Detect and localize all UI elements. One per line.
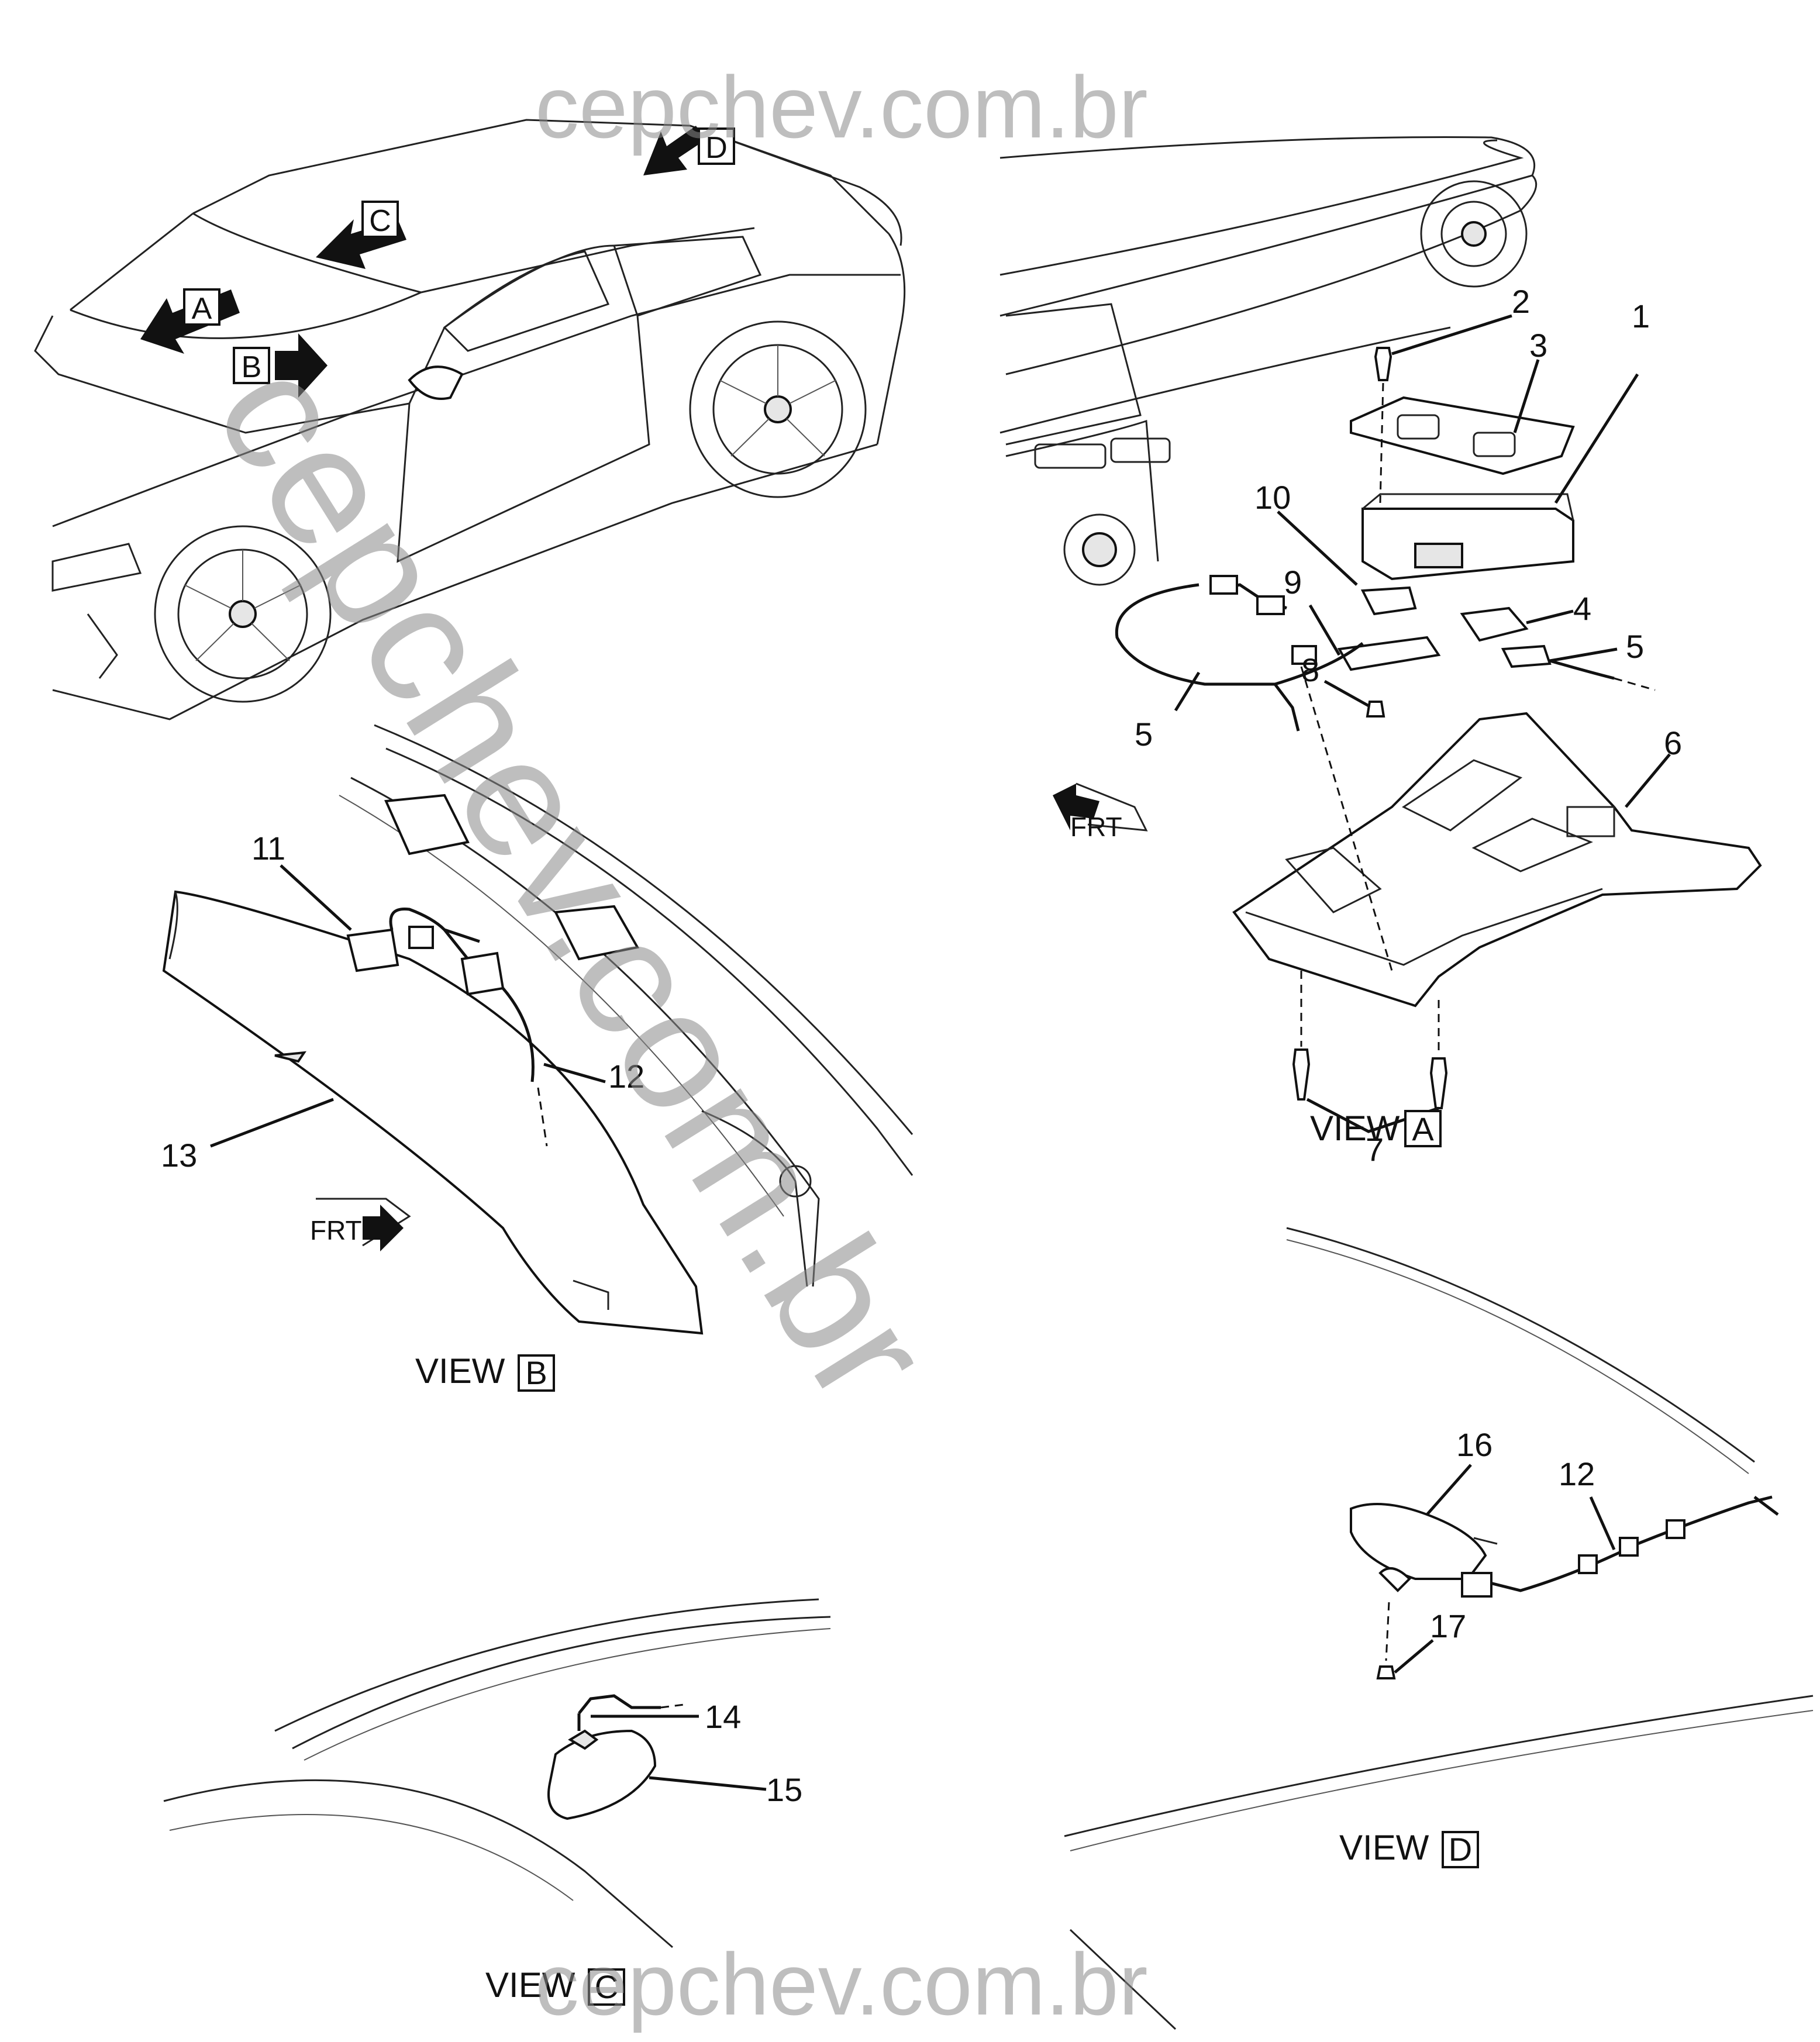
- view-b-prefix: VIEW: [415, 1351, 505, 1391]
- harness-5-left: [1115, 583, 1364, 686]
- view-c-prefix: VIEW: [485, 1965, 575, 2005]
- view-d-prefix: VIEW: [1339, 1828, 1429, 1867]
- view-b-callouts: 11 12 13: [161, 830, 644, 1174]
- arrow-d-label: D: [705, 131, 728, 165]
- view-b-frt-text: FRT: [310, 1215, 362, 1246]
- view-a-illustration: [999, 136, 1538, 586]
- view-b-illustration: FRT: [162, 724, 914, 1335]
- overview-arrow-a: A: [140, 288, 240, 354]
- view-d-label: VIEW D: [1339, 1828, 1479, 1868]
- pillar-trim-13: [162, 890, 704, 1335]
- callout-5-right: 5: [1626, 628, 1644, 665]
- mirror-15: [547, 1729, 657, 1820]
- callout-12-view-b: 12: [608, 1058, 644, 1095]
- callout-9: 9: [1284, 564, 1302, 601]
- view-a-frt-indicator: FRT: [1053, 782, 1148, 842]
- bracket-9: [1337, 636, 1441, 671]
- callout-15: 15: [766, 1771, 802, 1808]
- car-overview-illustration: [34, 119, 906, 720]
- view-a-label: VIEW A: [1310, 1109, 1442, 1148]
- bracket-14: [578, 1694, 661, 1715]
- view-a-parts: FRT: [1053, 314, 1762, 1133]
- callout-3: 3: [1529, 327, 1547, 364]
- view-d-callouts: 16 12 17: [1430, 1426, 1595, 1644]
- antenna-16: [1350, 1503, 1487, 1580]
- view-c-callouts: 14 15: [705, 1698, 802, 1808]
- view-b-letter: B: [525, 1354, 547, 1391]
- bolt-2: [1374, 347, 1392, 381]
- callout-10: 10: [1254, 479, 1291, 516]
- callout-4: 4: [1573, 590, 1591, 627]
- nut-17: [1376, 1665, 1396, 1679]
- callout-6: 6: [1664, 725, 1682, 761]
- arrow-c-label: C: [369, 204, 391, 238]
- view-a-frt-text: FRT: [1070, 812, 1122, 842]
- callout-2: 2: [1512, 283, 1530, 320]
- callout-8: 8: [1301, 651, 1319, 688]
- callout-14: 14: [705, 1698, 741, 1735]
- view-c-label: VIEW C: [485, 1965, 625, 2006]
- callout-11: 11: [251, 830, 285, 867]
- connector-10: [1360, 586, 1417, 616]
- screw-7-right: [1429, 1057, 1448, 1109]
- callout-17: 17: [1430, 1608, 1466, 1644]
- callout-7: 7: [1366, 1131, 1384, 1168]
- view-d-illustration: [1064, 1227, 1814, 2030]
- callout-12-view-d: 12: [1559, 1455, 1595, 1492]
- arrow-a-label: A: [192, 292, 212, 326]
- screw-7-left: [1292, 1048, 1311, 1101]
- connector-11: [346, 928, 399, 972]
- view-d-letter: D: [1449, 1831, 1472, 1868]
- view-b-label: VIEW B: [415, 1351, 555, 1392]
- view-c-illustration: [163, 1598, 831, 1948]
- overview-arrow-d: D: [643, 126, 735, 175]
- view-a-callouts: 2 3 1 10 9 8 4 5 5 6 7: [1135, 283, 1682, 1168]
- view-a-prefix: VIEW: [1310, 1109, 1400, 1148]
- arrow-b-label: B: [242, 350, 262, 384]
- watermark-top: cepchev.com.br: [535, 58, 1148, 156]
- callout-1: 1: [1632, 298, 1650, 334]
- callout-16: 16: [1456, 1426, 1492, 1463]
- view-b-frt-indicator: FRT: [310, 1198, 411, 1251]
- view-a-letter: A: [1412, 1110, 1434, 1147]
- fastener-8: [1366, 701, 1385, 718]
- sensor-4: [1460, 606, 1529, 642]
- overview-arrow-c: C: [316, 201, 406, 269]
- module-1: [1361, 508, 1574, 581]
- callout-5-left: 5: [1135, 716, 1153, 753]
- bracket-3: [1350, 396, 1575, 475]
- overview-arrow-b: B: [233, 333, 328, 398]
- callout-13: 13: [161, 1137, 197, 1174]
- watermark-bottom: cepchev.com.br: [535, 1935, 1148, 2033]
- view-c-letter: C: [595, 1968, 618, 2005]
